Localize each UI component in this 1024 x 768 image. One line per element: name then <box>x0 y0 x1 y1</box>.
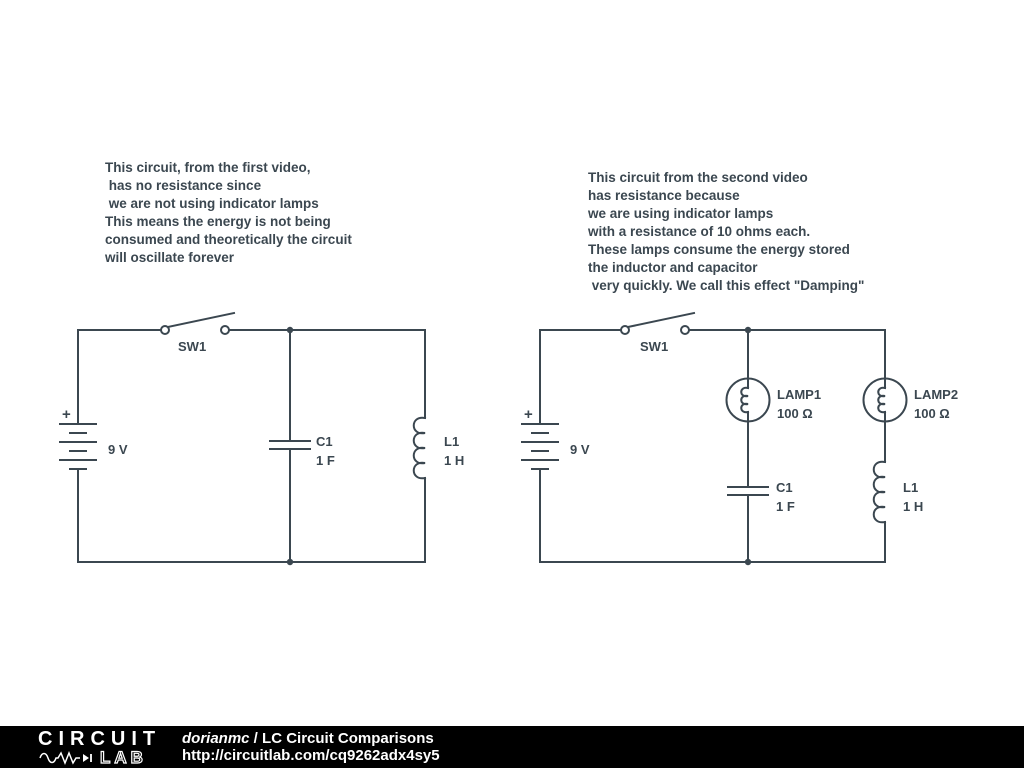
footer-url-link[interactable]: http://circuitlab.com/cq9262adx4sy5 <box>182 747 440 764</box>
inductor-value-label: 1 H <box>903 499 923 514</box>
lamp2: LAMP2 100 Ω <box>862 377 958 423</box>
inductor-coil <box>412 416 427 480</box>
lamp-filament <box>877 386 887 414</box>
battery-value-label: 9 V <box>108 442 128 457</box>
left-annotation: This circuit, from the first video, has … <box>105 159 352 267</box>
switch-terminal <box>220 325 230 335</box>
annotation-line: This circuit from the second video <box>588 170 808 185</box>
battery-value-label: 9 V <box>570 442 590 457</box>
resistor-squiggle-icon <box>39 750 92 765</box>
capacitor-value-label: 1 F <box>776 499 795 514</box>
logo-text-lab: LAB <box>99 747 147 767</box>
switch-terminal <box>620 325 630 335</box>
footer-author: dorianmc <box>182 730 250 747</box>
capacitor-name-label: C1 <box>316 434 333 449</box>
battery-plus-label: + <box>524 406 533 423</box>
capacitor-c1-right: C1 1 F <box>727 480 795 514</box>
annotation-line: with a resistance of 10 ohms each. <box>588 224 811 239</box>
switch-sw1-right: SW1 <box>620 311 696 354</box>
capacitor-c1: C1 1 F <box>269 434 335 468</box>
lamp1: LAMP1 100 Ω <box>725 377 821 423</box>
right-circuit: + 9 V SW1 LAMP1 100 Ω C1 1 F <box>521 311 958 566</box>
battery-v1: + 9 V <box>59 406 128 470</box>
annotation-line: we are using indicator lamps <box>588 206 774 221</box>
capacitor-name-label: C1 <box>776 480 793 495</box>
junction-dot <box>286 558 294 566</box>
footer-title: dorianmc / LC Circuit Comparisons <box>182 730 440 747</box>
logo-text-circuit: CIRCUIT <box>38 727 162 750</box>
lamp-value-label: 100 Ω <box>914 406 950 421</box>
lamp-name-label: LAMP1 <box>777 387 821 402</box>
annotation-line: These lamps consume the energy stored <box>588 242 850 257</box>
switch-terminal <box>680 325 690 335</box>
annotation-line: very quickly. We call this effect "Dampi… <box>588 278 865 293</box>
footer-circuit-title: LC Circuit Comparisons <box>262 730 434 747</box>
switch-lever <box>166 311 236 329</box>
junction-dot <box>744 326 752 334</box>
inductor-name-label: L1 <box>903 480 918 495</box>
annotation-line: will oscillate forever <box>105 250 235 265</box>
footer-separator: / <box>249 730 263 747</box>
switch-sw1: SW1 <box>160 311 236 354</box>
capacitor-value-label: 1 F <box>316 453 335 468</box>
right-annotation: This circuit from the second video has r… <box>588 169 864 295</box>
footer-text: dorianmc / LC Circuit Comparisons http:/… <box>182 730 440 764</box>
inductor-coil <box>872 460 887 524</box>
lamp-name-label: LAMP2 <box>914 387 958 402</box>
footer: CIRCUIT LAB dorianmc / LC Circuit Compar… <box>0 726 1024 768</box>
switch-lever <box>626 311 696 329</box>
battery-plus-label: + <box>62 406 71 423</box>
inductor-l1: L1 1 H <box>412 416 464 480</box>
junction-dot <box>744 558 752 566</box>
lamp-filament <box>740 386 750 414</box>
junction-dot <box>286 326 294 334</box>
annotation-line: has no resistance since <box>105 178 262 193</box>
annotation-line: This circuit, from the first video, <box>105 160 311 175</box>
switch-label: SW1 <box>640 339 668 354</box>
logo-bottom-row: LAB <box>38 747 182 767</box>
switch-terminal <box>160 325 170 335</box>
annotation-line: the inductor and capacitor <box>588 260 758 275</box>
inductor-l1-right: L1 1 H <box>872 460 923 524</box>
annotation-line: consumed and theoretically the circuit <box>105 232 352 247</box>
annotation-line: This means the energy is not being <box>105 214 331 229</box>
annotation-line: we are not using indicator lamps <box>105 196 319 211</box>
inductor-value-label: 1 H <box>444 453 464 468</box>
lamp-value-label: 100 Ω <box>777 406 813 421</box>
inductor-name-label: L1 <box>444 434 459 449</box>
left-circuit: + 9 V SW1 C1 1 F L1 1 H <box>59 311 464 566</box>
switch-label: SW1 <box>178 339 206 354</box>
annotation-line: has resistance because <box>588 188 740 203</box>
battery-v2: + 9 V <box>521 406 590 470</box>
circuitlab-logo: CIRCUIT LAB <box>0 727 182 767</box>
